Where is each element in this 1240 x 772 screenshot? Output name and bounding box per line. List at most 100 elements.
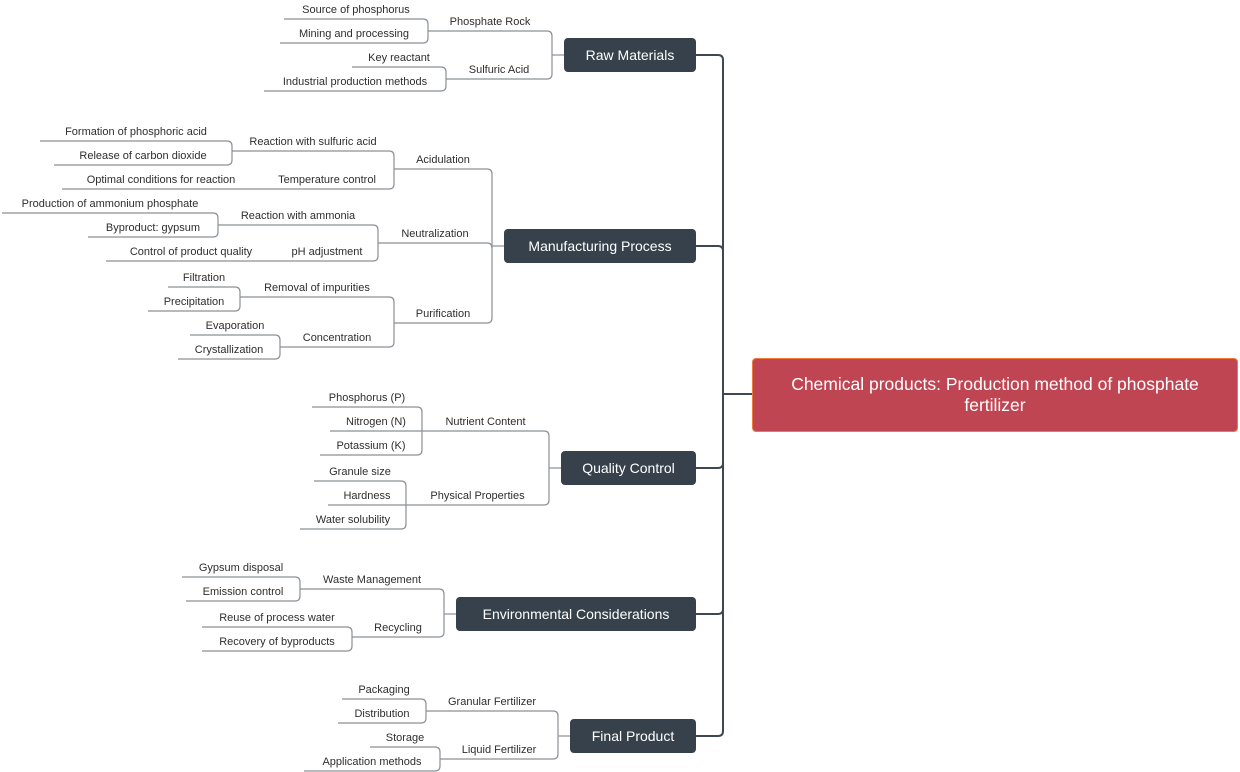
subtopic-label[interactable]: Nutrient Content xyxy=(445,416,526,428)
main-topic[interactable]: Quality Control xyxy=(561,451,696,485)
detail-topic-label[interactable]: Precipitation xyxy=(163,296,225,308)
connector-line xyxy=(440,736,559,760)
connector-line xyxy=(696,394,724,469)
connector-line xyxy=(304,759,441,772)
root-topic-title: Chemical products: Production method of … xyxy=(791,374,1199,415)
main-topic-label: Raw Materials xyxy=(585,47,675,63)
connector-line xyxy=(352,614,445,638)
detail-topic-label[interactable]: Packaging xyxy=(358,684,410,696)
detail-topic-label[interactable]: Phosphorus (P) xyxy=(328,392,406,404)
subtopic-label[interactable]: Waste Management xyxy=(322,574,422,586)
subtopic-label[interactable]: Purification xyxy=(415,308,471,320)
main-topic[interactable]: Final Product xyxy=(570,719,696,753)
connector-line xyxy=(280,323,395,348)
connector-line xyxy=(2,212,219,225)
detail-topic-label[interactable]: Industrial production methods xyxy=(282,76,428,88)
main-topic-label: Manufacturing Process xyxy=(528,238,672,254)
connector-line xyxy=(218,224,379,243)
connector-line xyxy=(276,243,379,262)
detail-topic-label[interactable]: Crystallization xyxy=(194,344,264,356)
connector-line xyxy=(190,334,281,347)
connector-line xyxy=(186,589,301,602)
connector-line xyxy=(168,286,241,297)
detail-topic-label[interactable]: Distribution xyxy=(354,708,410,720)
subtopic-label[interactable]: Physical Properties xyxy=(430,490,525,502)
subtopic-label[interactable]: Granular Fertilizer xyxy=(447,696,537,708)
connector-line xyxy=(696,394,724,737)
connector-line xyxy=(320,431,423,456)
detail-topic-label[interactable]: Storage xyxy=(385,732,425,744)
detail-topic-label[interactable]: Optimal conditions for reaction xyxy=(86,174,236,186)
connector-line xyxy=(696,394,724,615)
connector-line xyxy=(446,55,553,80)
detail-topic-label[interactable]: Reuse of process water xyxy=(219,612,335,624)
connector-line xyxy=(202,637,353,652)
connector-line xyxy=(182,576,301,589)
detail-topic-label[interactable]: Removal of impurities xyxy=(264,282,370,294)
connector-line xyxy=(422,430,550,468)
detail-topic-label[interactable]: Reaction with sulfuric acid xyxy=(249,136,377,148)
connector-line xyxy=(394,168,493,246)
connector-line xyxy=(406,468,550,506)
connector-line xyxy=(232,150,395,169)
connector-line xyxy=(54,151,233,166)
detail-topic-label[interactable]: Key reactant xyxy=(368,52,430,64)
subtopic-label[interactable]: Liquid Fertilizer xyxy=(461,744,537,756)
detail-topic-label[interactable]: Source of phosphorus xyxy=(302,4,410,16)
detail-topic-label[interactable]: Concentration xyxy=(302,332,372,344)
connector-line xyxy=(378,242,493,249)
connector-line xyxy=(280,31,429,44)
connector-line xyxy=(696,54,724,394)
connector-line xyxy=(426,710,559,736)
connector-line xyxy=(696,245,724,394)
detail-topic-label[interactable]: Hardness xyxy=(343,490,391,502)
connector-line xyxy=(148,297,241,312)
detail-topic-label[interactable]: Release of carbon dioxide xyxy=(79,150,207,162)
connector-line xyxy=(178,347,281,360)
connector-line xyxy=(40,140,233,151)
main-topic[interactable]: Raw Materials xyxy=(564,38,696,72)
detail-topic-label[interactable]: Evaporation xyxy=(205,320,265,332)
detail-topic-label[interactable]: Filtration xyxy=(182,272,226,284)
connector-line xyxy=(352,66,447,79)
subtopic-label[interactable]: Recycling xyxy=(374,622,422,634)
connector-line xyxy=(312,406,423,431)
subtopic-label[interactable]: Neutralization xyxy=(401,228,469,240)
detail-topic-label[interactable]: Byproduct: gypsum xyxy=(105,222,201,234)
connector-line xyxy=(394,246,493,324)
connector-line xyxy=(428,30,553,55)
connector-line xyxy=(284,18,429,31)
detail-topic-label[interactable]: Potassium (K) xyxy=(336,440,406,452)
detail-topic-label[interactable]: Recovery of byproducts xyxy=(219,636,335,648)
subtopic-label[interactable]: Acidulation xyxy=(416,154,470,166)
root-topic[interactable]: Chemical products: Production method of … xyxy=(752,358,1238,432)
detail-topic-label[interactable]: Control of product quality xyxy=(129,246,253,258)
connector-line xyxy=(88,225,219,238)
detail-topic-label[interactable]: Application methods xyxy=(322,756,422,768)
detail-topic-label[interactable]: Water solubility xyxy=(315,514,391,526)
detail-topic-label[interactable]: Mining and processing xyxy=(298,28,410,40)
connector-line xyxy=(342,698,427,711)
connector-line xyxy=(314,480,407,505)
detail-topic-label[interactable]: Formation of phosphoric acid xyxy=(65,126,207,138)
main-topic-label: Quality Control xyxy=(582,460,675,476)
detail-topic-label[interactable]: Emission control xyxy=(202,586,284,598)
detail-topic-label[interactable]: Production of ammonium phosphate xyxy=(21,198,199,210)
detail-topic-label[interactable]: Temperature control xyxy=(278,174,376,186)
detail-topic-label[interactable]: Granule size xyxy=(329,466,391,478)
connector-line xyxy=(300,588,445,614)
main-topic[interactable]: Environmental Considerations xyxy=(456,597,696,631)
main-topic-label: Final Product xyxy=(591,728,675,744)
detail-topic-label[interactable]: Gypsum disposal xyxy=(198,562,284,574)
connector-line xyxy=(202,626,353,637)
subtopic-label[interactable]: Phosphate Rock xyxy=(449,16,531,28)
connector-line xyxy=(240,296,395,323)
main-topic[interactable]: Manufacturing Process xyxy=(504,229,696,263)
connector-line xyxy=(370,746,441,759)
detail-topic-label[interactable]: Reaction with ammonia xyxy=(240,210,356,222)
detail-topic-label[interactable]: pH adjustment xyxy=(291,246,363,258)
connector-line xyxy=(260,169,395,190)
subtopic-label[interactable]: Sulfuric Acid xyxy=(468,64,530,76)
detail-topic-label[interactable]: Nitrogen (N) xyxy=(346,416,406,428)
